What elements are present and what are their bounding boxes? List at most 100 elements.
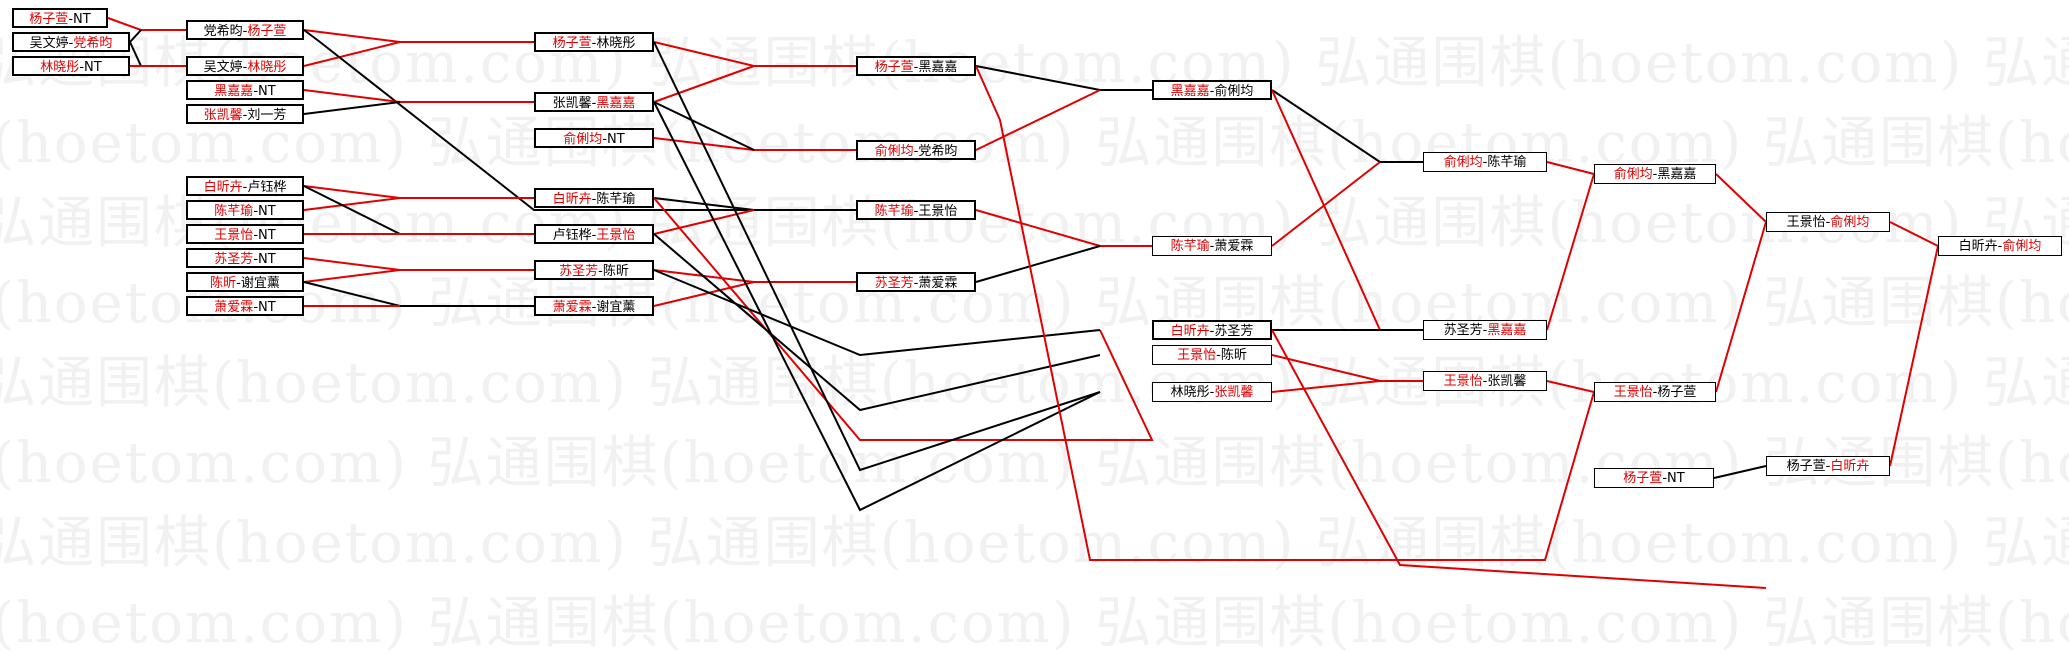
match-box: 俞俐均-陈芊瑜 [1423,152,1547,172]
separator: - [1662,471,1668,486]
match-box: 王景怡-陈昕 [1152,345,1272,365]
player-name: 谢宜薰 [596,300,636,315]
separator: - [913,144,919,159]
separator: - [1209,385,1215,400]
bracket-line [1271,354,1423,382]
separator: - [1825,215,1831,230]
match-box: 吴文婷-林晓彤 [186,56,304,76]
bracket-line [653,269,856,283]
match-box: 张凯馨-刘一芳 [186,104,304,124]
player-name: 王景怡 [1177,348,1217,363]
player-name: 萧爱霖 [1214,239,1254,254]
match-box: 王景怡-俞俐均 [1766,212,1890,232]
separator: - [1997,239,2003,254]
separator: - [1482,155,1488,170]
player-name: 王景怡 [1786,215,1826,230]
player-name: 党希昀 [73,36,113,51]
bracket-line [653,101,1101,512]
separator: - [913,60,919,75]
player-name: 苏圣芳 [1443,323,1483,338]
match-box: 俞俐均-NT [534,128,654,148]
separator: - [591,300,597,315]
match-box: 杨子萱-NT [12,8,108,28]
match-box: 白昕卉-苏圣芳 [1152,320,1272,340]
match-box: 苏圣芳-NT [186,248,304,268]
bracket-line [303,197,401,211]
match-box: 党希昀-杨子萱 [186,20,304,40]
bracket-line [653,65,755,103]
player-name: 王景怡 [1613,385,1653,400]
player-name: 杨子萱 [1786,459,1826,474]
match-box: 卢钰桦-王景怡 [534,224,654,244]
bracket-line [303,281,534,307]
bracket-line [1889,245,1939,467]
bracket-line [303,101,401,115]
player-name: 白昕卉 [552,192,592,207]
bracket-line [1271,161,1381,247]
match-box: 陈昕-谢宜薰 [186,272,304,292]
player-name: 俞俐均 [1443,155,1483,170]
player-name: 陈昕 [602,264,629,279]
bracket-line [1713,465,1767,479]
player-name: 俞俐均 [1830,215,1870,230]
player-name: NT [73,12,91,27]
player-name: NT [258,228,276,243]
separator: - [68,12,74,27]
separator: - [602,132,608,147]
bracket-line [975,65,1595,561]
bracket-line [975,65,1152,91]
player-name: 王景怡 [1443,374,1483,389]
separator: - [242,180,248,195]
bracket-line [653,101,755,151]
match-box: 王景怡-杨子萱 [1594,382,1716,402]
bracket-line [653,137,856,151]
player-name: 吴文婷 [29,36,69,51]
match-box: 萧爱霖-谢宜薰 [534,296,654,316]
separator: - [1652,385,1658,400]
match-box: 杨子萱-NT [1594,468,1714,488]
bracket-line [1271,89,1423,331]
player-name: 林晓彤 [40,60,80,75]
player-name: 王景怡 [596,228,636,243]
bracket-line [303,185,534,199]
match-box: 黑嘉嘉-俞俐均 [1152,80,1272,100]
separator: - [1825,459,1831,474]
player-name: NT [258,84,276,99]
match-box: 俞俐均-黑嘉嘉 [1594,164,1716,184]
match-box: 陈芊瑜-萧爱霖 [1152,236,1272,256]
player-name: 萧爱霖 [214,300,254,315]
player-name: 张凯馨 [1214,385,1254,400]
player-name: NT [258,300,276,315]
player-name: 林晓彤 [596,36,636,51]
player-name: 吴文婷 [203,60,243,75]
player-name: 苏圣芳 [874,276,914,291]
player-name: 陈昕 [210,276,237,291]
bracket-line [975,209,1152,247]
bracket-line [303,29,860,211]
player-name: 陈芊瑜 [214,204,254,219]
match-box: 白昕卉-陈芊瑜 [534,188,654,208]
player-name: 白昕卉 [1170,324,1210,339]
separator: - [68,36,74,51]
player-name: 苏圣芳 [559,264,599,279]
bracket-line [1715,221,1767,393]
separator: - [591,96,597,111]
player-name: 张凯馨 [1487,374,1527,389]
player-name: 俞俐均 [1214,84,1254,99]
player-name: 俞俐均 [1613,167,1653,182]
player-name: 苏圣芳 [214,252,254,267]
player-name: 苏圣芳 [1214,324,1254,339]
bracket-line [1546,173,1595,331]
bracket-line [303,41,401,67]
player-name: 张凯馨 [552,96,592,111]
bracket-line [107,17,186,31]
player-name: 黑嘉嘉 [596,96,636,111]
player-name: 谢宜薰 [240,276,280,291]
separator: - [242,24,248,39]
bracket-line [1271,329,1767,589]
player-name: 俞俐均 [563,132,603,147]
player-name: 杨子萱 [552,36,592,51]
player-name: 党希昀 [918,144,958,159]
